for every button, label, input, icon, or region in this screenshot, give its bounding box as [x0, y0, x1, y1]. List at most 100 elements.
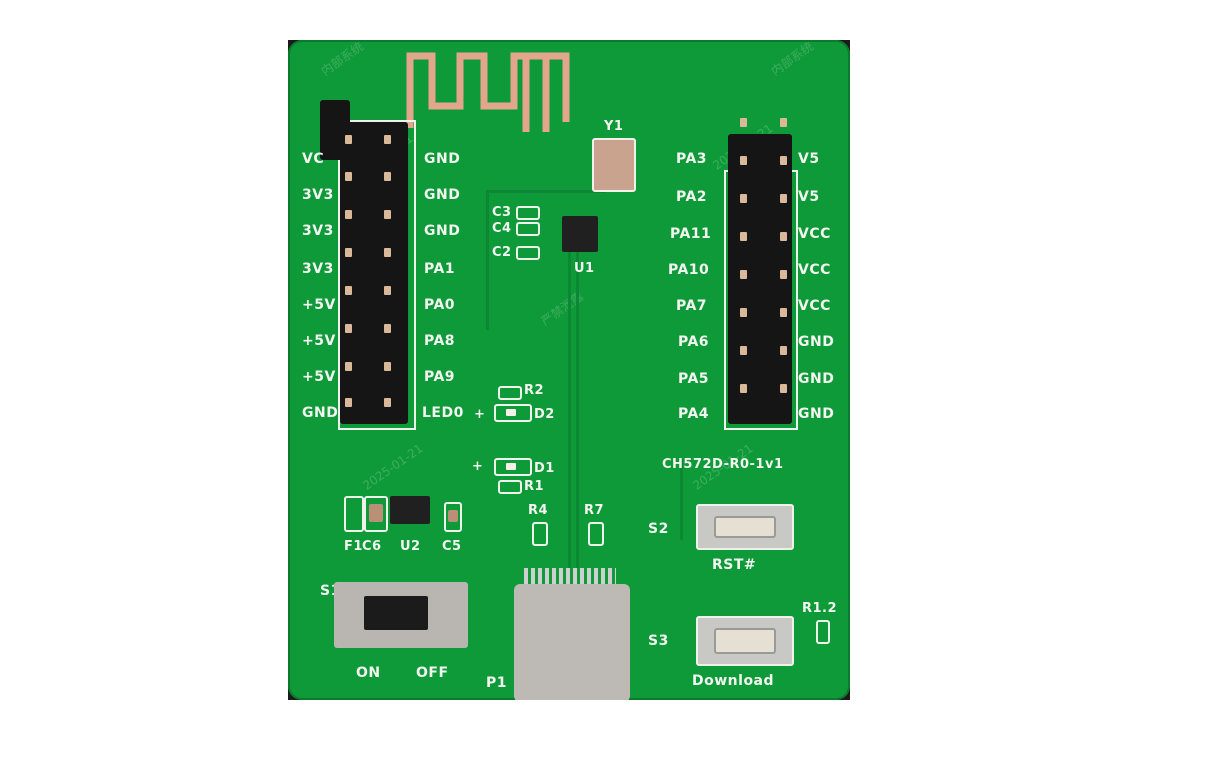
label-c4: C4: [492, 221, 512, 236]
header-pin: [384, 135, 391, 144]
watermark: 2025-01-21: [360, 441, 426, 493]
header-pin: [345, 398, 352, 407]
pin-label-gnd: GND: [302, 405, 339, 421]
watermark: 内部系统: [318, 40, 366, 79]
pin-label-pa4: PA4: [678, 406, 710, 422]
label-r4: R4: [528, 503, 549, 518]
label-d1: D1: [534, 461, 555, 476]
reset-button-label: RST#: [712, 557, 757, 573]
label-u2: U2: [400, 539, 421, 554]
pin-label-vcc: VCC: [798, 226, 831, 242]
label-r2: R2: [524, 383, 545, 398]
pin-label-pa10: PA10: [668, 262, 710, 278]
pin-label-gnd: GND: [424, 151, 461, 167]
label-d2: D2: [534, 407, 555, 422]
label-f1: F1: [344, 539, 363, 554]
board-model-label: CH572D-R0-1v1: [662, 457, 784, 472]
pin-label-gnd: GND: [798, 371, 835, 387]
download-button-label: Download: [692, 673, 775, 689]
header-pin: [780, 194, 787, 203]
header-pin: [384, 398, 391, 407]
cap-c3: [516, 206, 540, 220]
resistor-r2: [498, 386, 522, 400]
pin-label-5v: +5V: [302, 333, 336, 349]
reset-button[interactable]: [696, 504, 794, 550]
label-r1: R1: [524, 479, 545, 494]
resistor-r12: [816, 620, 830, 644]
header-pin: [740, 384, 747, 393]
header-pin: [740, 118, 747, 127]
resistor-r4: [532, 522, 548, 546]
pin-label-pa8: PA8: [424, 333, 456, 349]
label-r7: R7: [584, 503, 605, 518]
pin-label-vcc: VCC: [798, 262, 831, 278]
watermark: 内部系统: [768, 40, 816, 79]
label-c6: C6: [362, 539, 382, 554]
pin-label-3v3: 3V3: [302, 223, 334, 239]
switch-label-off: OFF: [416, 665, 449, 681]
pcb-trace: [486, 190, 489, 330]
watermark: 严禁泄露: [538, 289, 586, 329]
header-pin: [780, 384, 787, 393]
header-pin: [384, 248, 391, 257]
pin-label-pa1: PA1: [424, 261, 456, 277]
resistor-r7: [588, 522, 604, 546]
switch-label-on: ON: [356, 665, 381, 681]
right-pin-header: [728, 134, 792, 424]
label-s2: S2: [648, 521, 669, 537]
label-c3: C3: [492, 205, 512, 220]
pin-label-pa0: PA0: [424, 297, 456, 313]
pin-label-v5: V5: [798, 189, 820, 205]
resistor-r1: [498, 480, 522, 494]
header-pin: [384, 172, 391, 181]
pin-label-pa5: PA5: [678, 371, 710, 387]
label-s3: S3: [648, 633, 669, 649]
led-d2: [494, 404, 532, 422]
pin-label-gnd: GND: [424, 187, 461, 203]
crystal-y1: [592, 138, 636, 192]
header-pin: [345, 324, 352, 333]
download-button[interactable]: [696, 616, 794, 666]
pin-label-led0: LED0: [422, 405, 464, 421]
mcu-u1-chip: [562, 216, 598, 252]
pin-label-vc: VC: [302, 151, 325, 167]
header-pin: [384, 286, 391, 295]
fuse-f1: [344, 496, 364, 532]
header-pin: [780, 270, 787, 279]
header-pin: [345, 362, 352, 371]
header-pin: [740, 194, 747, 203]
usb-c-port[interactable]: [514, 584, 630, 700]
header-pin: [384, 362, 391, 371]
header-pin: [780, 232, 787, 241]
label-p1: P1: [486, 675, 508, 691]
cap-c5: [444, 502, 462, 532]
header-pin: [740, 156, 747, 165]
pcb-trace: [576, 230, 579, 690]
header-pin: [780, 346, 787, 355]
pin-label-3v3: 3V3: [302, 187, 334, 203]
pin-label-pa11: PA11: [670, 226, 712, 242]
label-c2: C2: [492, 245, 512, 260]
pin-label-pa6: PA6: [678, 334, 710, 350]
pin-label-5v: +5V: [302, 297, 336, 313]
header-pin: [384, 210, 391, 219]
label-plus: +: [472, 459, 484, 474]
header-pin: [740, 232, 747, 241]
power-slide-switch[interactable]: [334, 582, 468, 648]
header-pin: [345, 286, 352, 295]
pcb-trace: [680, 460, 683, 540]
pcb-board: 内部系统 2025-01-21 严禁泄露 2025-01-21 内部系统 202…: [288, 40, 850, 700]
pin-label-v5: V5: [798, 151, 820, 167]
header-pin: [345, 210, 352, 219]
header-pin: [740, 308, 747, 317]
header-pin: [740, 346, 747, 355]
usb-c-pins: [524, 568, 616, 586]
pin-label-gnd: GND: [798, 406, 835, 422]
pin-label-pa2: PA2: [676, 189, 708, 205]
pin-label-5v: +5V: [302, 369, 336, 385]
cap-c6: [364, 496, 388, 532]
cap-c4: [516, 222, 540, 236]
pin-label-pa3: PA3: [676, 151, 708, 167]
regulator-u2: [390, 496, 430, 524]
header-pin: [780, 308, 787, 317]
